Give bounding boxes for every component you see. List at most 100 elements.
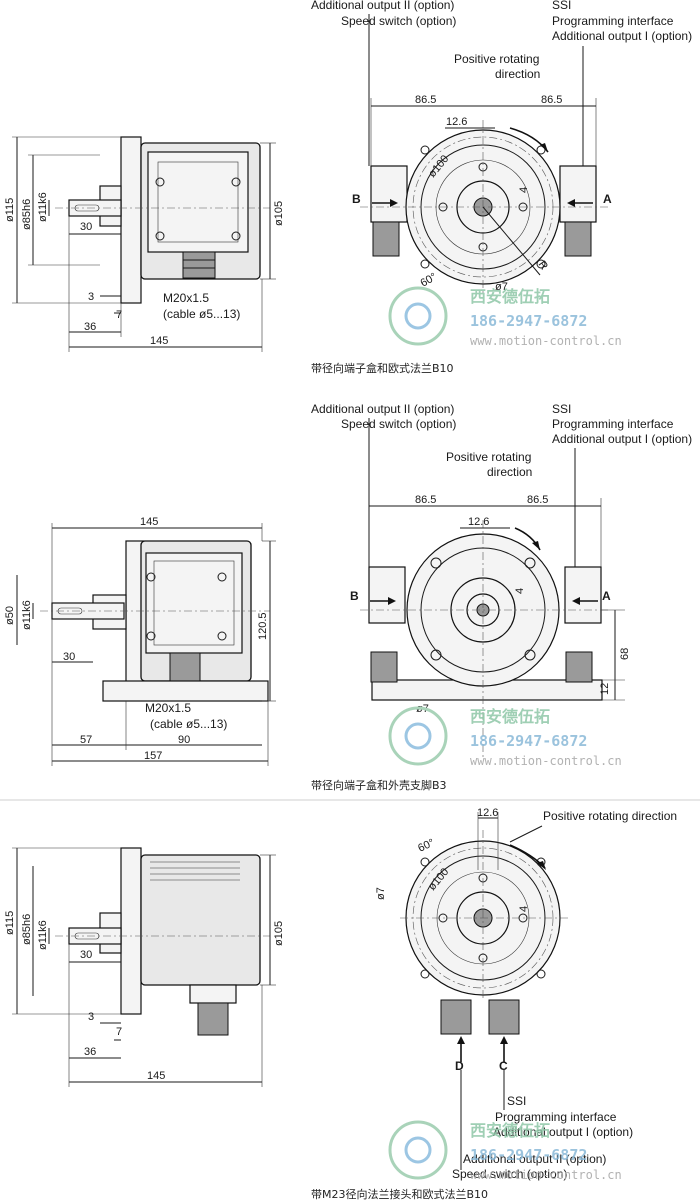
right-box <box>564 566 602 624</box>
v2-marker-b: B <box>350 589 359 603</box>
dim-d115: ø115 <box>4 198 16 222</box>
v1-ssi: SSI <box>552 0 571 12</box>
v2-dim-145: 145 <box>140 516 158 528</box>
v2-programming: Programming interface <box>552 417 674 431</box>
gland-right <box>565 651 593 683</box>
v1-add-out-1: Additional output I (option) <box>552 29 692 43</box>
v1-w86a: 86.5 <box>415 94 436 106</box>
v3-dim-d11: ø11k6 <box>37 920 49 950</box>
v1-w86b: 86.5 <box>541 94 562 106</box>
v3-pos-rot-full: Positive rotating direction <box>543 809 677 823</box>
v3-h4: 4 <box>518 906 530 912</box>
wm3-url: www.motion-control.cn <box>470 1168 622 1182</box>
v2-cable-gland: M20x1.5 <box>145 701 191 715</box>
v3-add-out-2: Additional output II (option) <box>463 1152 606 1166</box>
cable-gland-label: M20x1.5 <box>163 291 209 305</box>
v2-dim-90: 90 <box>178 734 190 746</box>
dim-36: 36 <box>84 321 96 333</box>
v2-caption: 带径向端子盒和外壳支脚B3 <box>311 778 447 792</box>
dim-7: 7 <box>116 309 122 321</box>
v3-dim-d115: ø115 <box>4 911 16 935</box>
v2-cable-range: (cable ø5...13) <box>150 717 227 731</box>
dim-30: 30 <box>80 221 92 233</box>
watermark-1: 西安德伍拓 186-2947-6872 www.motion-control.c… <box>388 286 622 348</box>
v1-programming: Programming interface <box>552 14 674 28</box>
view1-front-view: Additional output II (option) Speed swit… <box>311 0 692 375</box>
v3-programming: Programming interface <box>495 1110 617 1124</box>
v1-d7: ø7 <box>495 281 508 293</box>
v1-direction: direction <box>495 67 540 81</box>
dim-d105: ø105 <box>273 201 285 226</box>
v3-add-out-1: Additional output I (option) <box>493 1125 633 1139</box>
v3-dim-30: 30 <box>80 949 92 961</box>
v3-dim-145: 145 <box>147 1070 165 1082</box>
v3-dim-3: 3 <box>88 1011 94 1023</box>
v2-add-out-1: Additional output I (option) <box>552 432 692 446</box>
view2-side-view: 145 ø50 ø11k6 120.5 30 M20x1.5 (cable ø5… <box>4 516 276 766</box>
v3-dim-36: 36 <box>84 1046 96 1058</box>
v3-marker-d: D <box>455 1059 464 1073</box>
v2-dim-1205: 120.5 <box>257 612 269 640</box>
v1-h4: 4 <box>518 187 530 193</box>
terminal-box <box>145 552 243 654</box>
wm3-phone: 186-2947-6872 <box>470 1146 587 1164</box>
watermark-logo-icon <box>388 1120 448 1180</box>
connector-d <box>440 999 472 1035</box>
v3-d7: ø7 <box>375 887 387 900</box>
left-box <box>368 566 406 624</box>
wm1-phone: 186-2947-6872 <box>470 312 587 330</box>
connector-base <box>189 984 237 1004</box>
v1-w126: 12.6 <box>446 116 467 128</box>
v2-w126: 12.6 <box>468 516 489 528</box>
v2-h12: 12 <box>599 683 611 695</box>
wm3-company: 西安德伍拓 <box>470 1121 550 1140</box>
terminal-box <box>147 151 249 253</box>
v3-a60: 60° <box>416 837 436 855</box>
cable-gland <box>169 652 201 684</box>
v1-speed-switch: Speed switch (option) <box>341 14 456 28</box>
v3-dim-7: 7 <box>116 1026 122 1038</box>
v2-h68: 68 <box>619 648 631 660</box>
watermark-logo-icon <box>388 706 448 766</box>
v3-ssi: SSI <box>507 1094 526 1108</box>
v3-caption: 带M23径向法兰接头和欧式法兰B10 <box>311 1187 488 1201</box>
left-box <box>370 165 408 223</box>
v3-speed-switch: Speed switch (option) <box>452 1167 567 1181</box>
dim-d85: ø85h6 <box>21 199 33 230</box>
cable-range-label: (cable ø5...13) <box>163 307 240 321</box>
wm1-url: www.motion-control.cn <box>470 334 622 348</box>
v3-dim-d105: ø105 <box>273 921 285 946</box>
v2-dim-d50: ø50 <box>4 606 16 625</box>
v1-marker-b: B <box>352 192 361 206</box>
right-box <box>559 165 597 223</box>
v2-direction: direction <box>487 465 532 479</box>
watermark-logo-icon <box>388 286 448 346</box>
view2-front-view: Additional output II (option) Speed swit… <box>311 402 692 792</box>
view3-side-view: ø115 ø85h6 ø11k6 30 ø105 3 7 36 145 <box>4 847 285 1087</box>
v2-speed-switch: Speed switch (option) <box>341 417 456 431</box>
v2-w86a: 86.5 <box>415 494 436 506</box>
gland-right <box>564 221 592 257</box>
housing <box>140 854 261 986</box>
v3-dim-d85: ø85h6 <box>21 914 33 945</box>
gland-left <box>372 221 400 257</box>
v1-add-out-2: Additional output II (option) <box>311 0 454 12</box>
v3-w126: 12.6 <box>477 807 498 819</box>
v2-dim-30: 30 <box>63 651 75 663</box>
v2-dim-157: 157 <box>144 750 162 762</box>
wm2-company: 西安德伍拓 <box>470 707 550 726</box>
watermark-2: 西安德伍拓 186-2947-6872 www.motion-control.c… <box>388 706 622 768</box>
v2-add-out-2: Additional output II (option) <box>311 402 454 416</box>
dim-d11: ø11k6 <box>37 192 49 222</box>
dim-145: 145 <box>150 335 168 347</box>
v2-dim-d11: ø11k6 <box>21 600 33 630</box>
v2-h4: 4 <box>514 588 526 594</box>
dim-3: 3 <box>88 291 94 303</box>
view1-side-view: ø115 ø85h6 ø11k6 30 ø105 3 7 36 145 M20x… <box>4 136 285 352</box>
cable-gland <box>182 251 216 279</box>
wm2-url: www.motion-control.cn <box>470 754 622 768</box>
flange-plate <box>120 847 142 1015</box>
connector-c <box>488 999 520 1035</box>
v2-dim-57: 57 <box>80 734 92 746</box>
